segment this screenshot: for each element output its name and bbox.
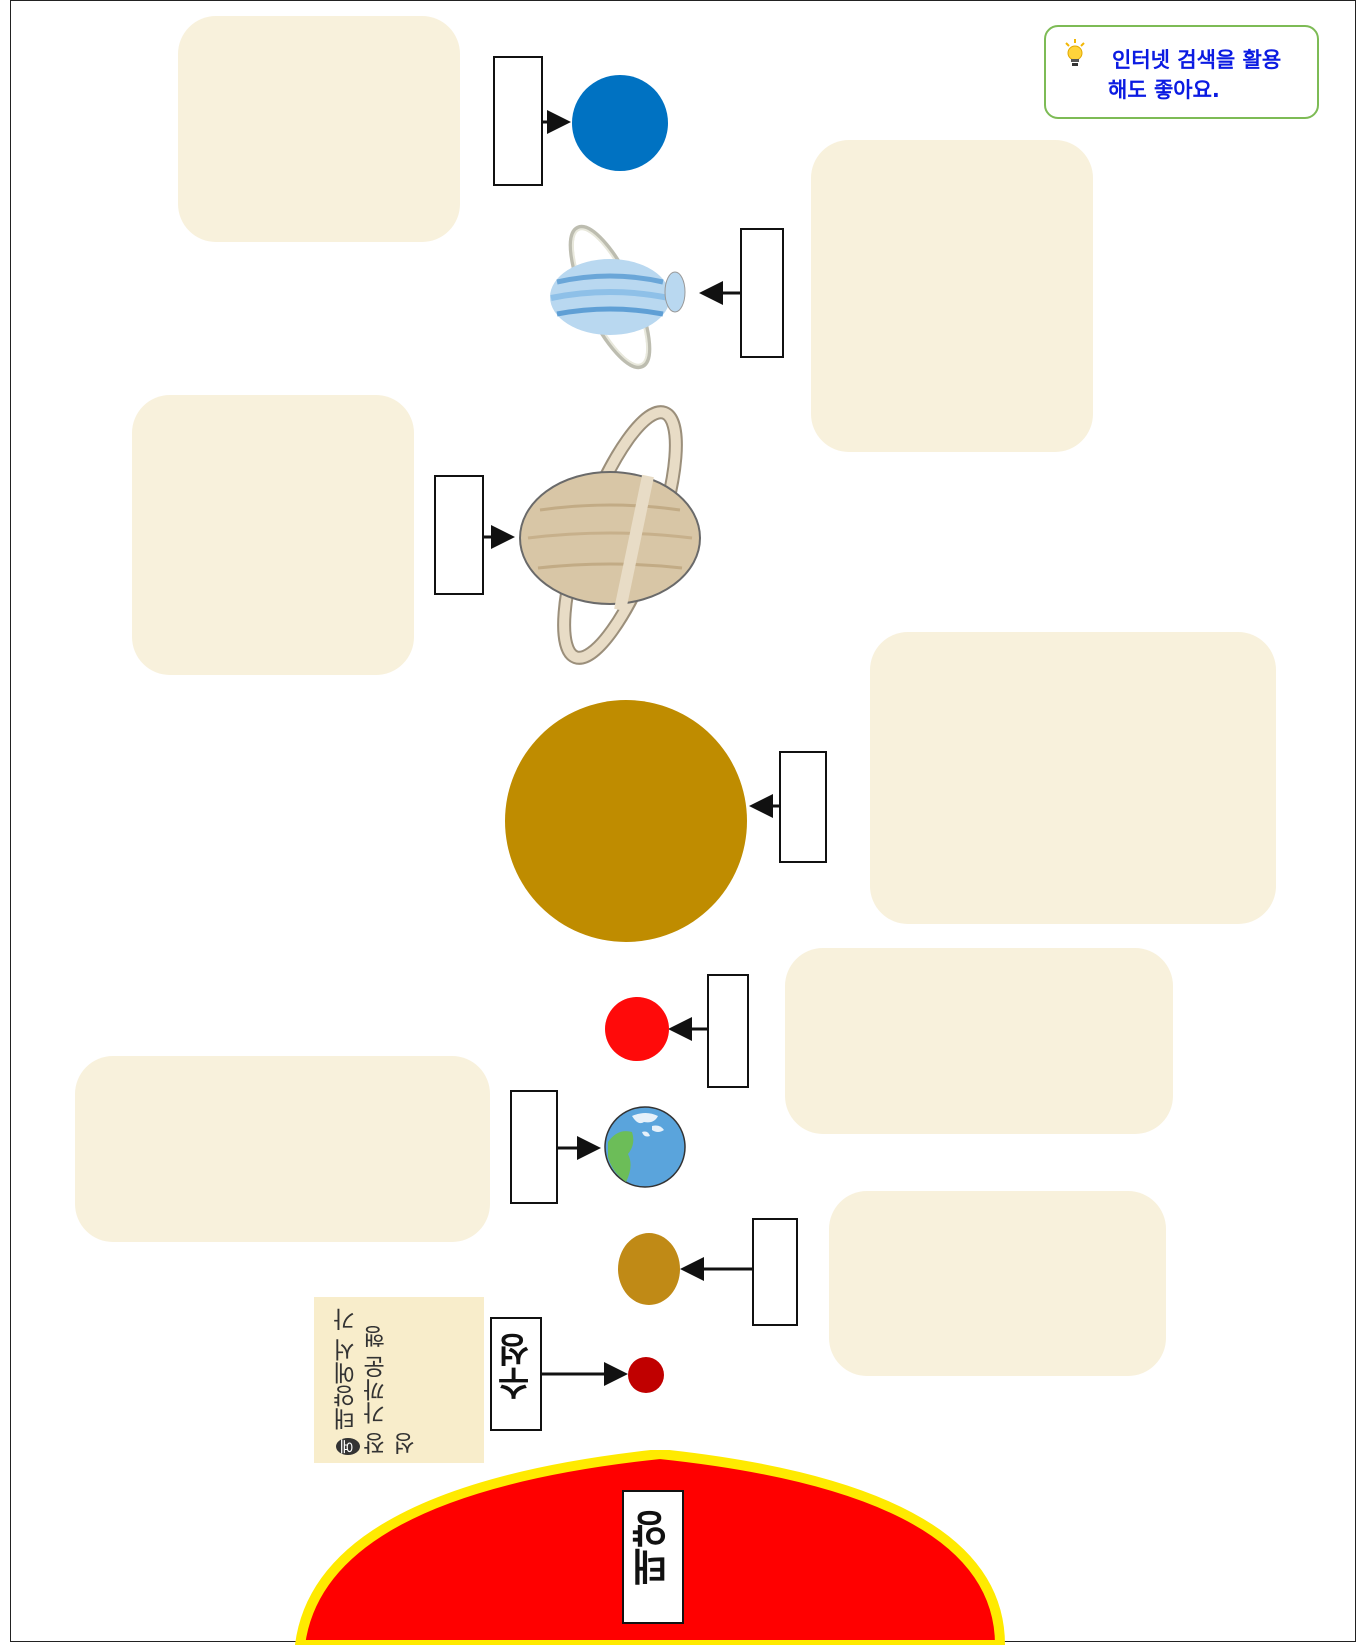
example-text: 예 태양에서 가장 가까운 행성	[332, 1305, 422, 1455]
saturn-icon	[510, 400, 720, 670]
mercury-label-text: 수성	[498, 1333, 536, 1401]
name-box-mercury: 수성	[490, 1317, 542, 1431]
mercury-icon	[626, 1355, 666, 1395]
example-marker: 예	[336, 1438, 360, 1455]
jupiter-icon	[503, 698, 749, 944]
earth-icon	[602, 1102, 688, 1192]
example-body: 태양에서 가장 가까운 행성	[334, 1308, 420, 1455]
neptune-icon	[570, 73, 670, 173]
uranus-icon	[535, 212, 695, 372]
sun-label-box: 태양	[622, 1490, 684, 1624]
venus-icon	[616, 1231, 682, 1307]
sun-label-text: 태양	[632, 1510, 674, 1586]
example-note: 예 태양에서 가장 가까운 행성	[314, 1297, 484, 1463]
mars-icon	[604, 996, 670, 1062]
